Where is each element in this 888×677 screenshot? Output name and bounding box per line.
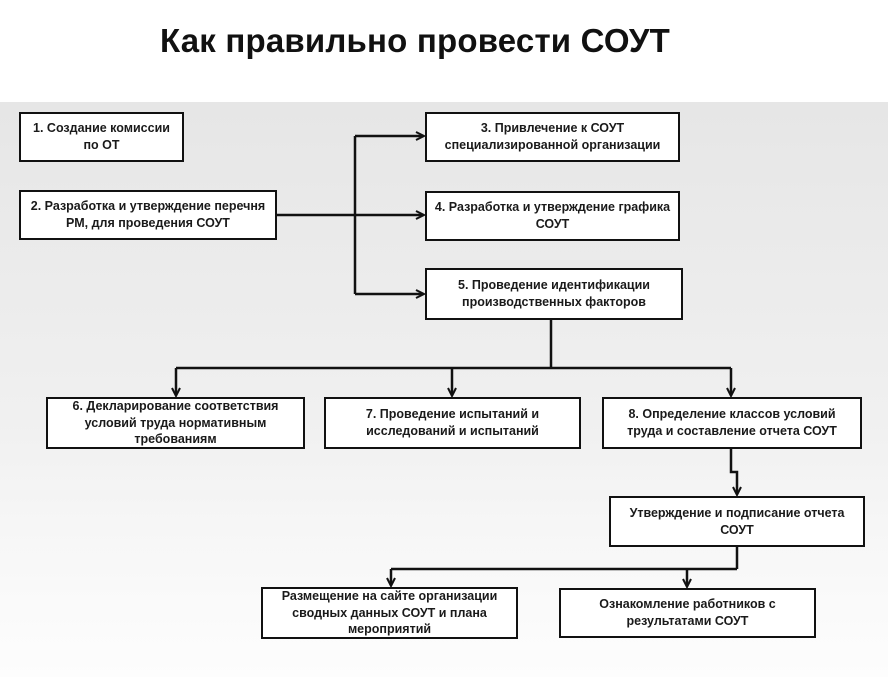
step-4-label: 4. Разработка и утверждение графика СОУТ — [434, 200, 671, 231]
publish-label: Размещение на сайте организации сводных … — [281, 588, 498, 637]
step-6-label: 6. Декларирование соответствия условий т… — [72, 398, 279, 447]
step-7-label: 7. Проведение испытаний и исследований и… — [365, 407, 540, 438]
step-2-label: 2. Разработка и утверждение перечня РМ, … — [30, 199, 266, 230]
step-2-box: 2. Разработка и утверждение перечня РМ, … — [19, 190, 277, 240]
step-1-label: 1. Создание комиссии по ОТ — [33, 121, 170, 152]
approval-box: Утверждение и подписание отчета СОУТ — [609, 496, 865, 547]
step-3-label: 3. Привлечение к СОУТ специализированной… — [444, 121, 661, 152]
arrow-8-to-approval — [729, 449, 737, 494]
step-3-box: 3. Привлечение к СОУТ специализированной… — [425, 112, 680, 162]
step-6-box: 6. Декларирование соответствия условий т… — [46, 397, 305, 449]
approval-label: Утверждение и подписание отчета СОУТ — [629, 505, 845, 537]
familiarize-label: Ознакомление работников с результатами С… — [599, 597, 776, 628]
familiarize-box: Ознакомление работников с результатами С… — [559, 588, 816, 638]
publish-box: Размещение на сайте организации сводных … — [261, 587, 518, 639]
step-1-box: 1. Создание комиссии по ОТ — [19, 112, 184, 162]
step-8-label: 8. Определение классов условий труда и с… — [627, 407, 837, 438]
step-7-box: 7. Проведение испытаний и исследований и… — [324, 397, 581, 449]
step-4-box: 4. Разработка и утверждение графика СОУТ — [425, 191, 680, 241]
diagram-title: Как правильно провести СОУТ — [159, 22, 671, 59]
step-8-box: 8. Определение классов условий труда и с… — [602, 397, 862, 449]
step-5-label: 5. Проведение идентификации производстве… — [458, 278, 650, 309]
step-5-box: 5. Проведение идентификации производстве… — [425, 268, 683, 320]
